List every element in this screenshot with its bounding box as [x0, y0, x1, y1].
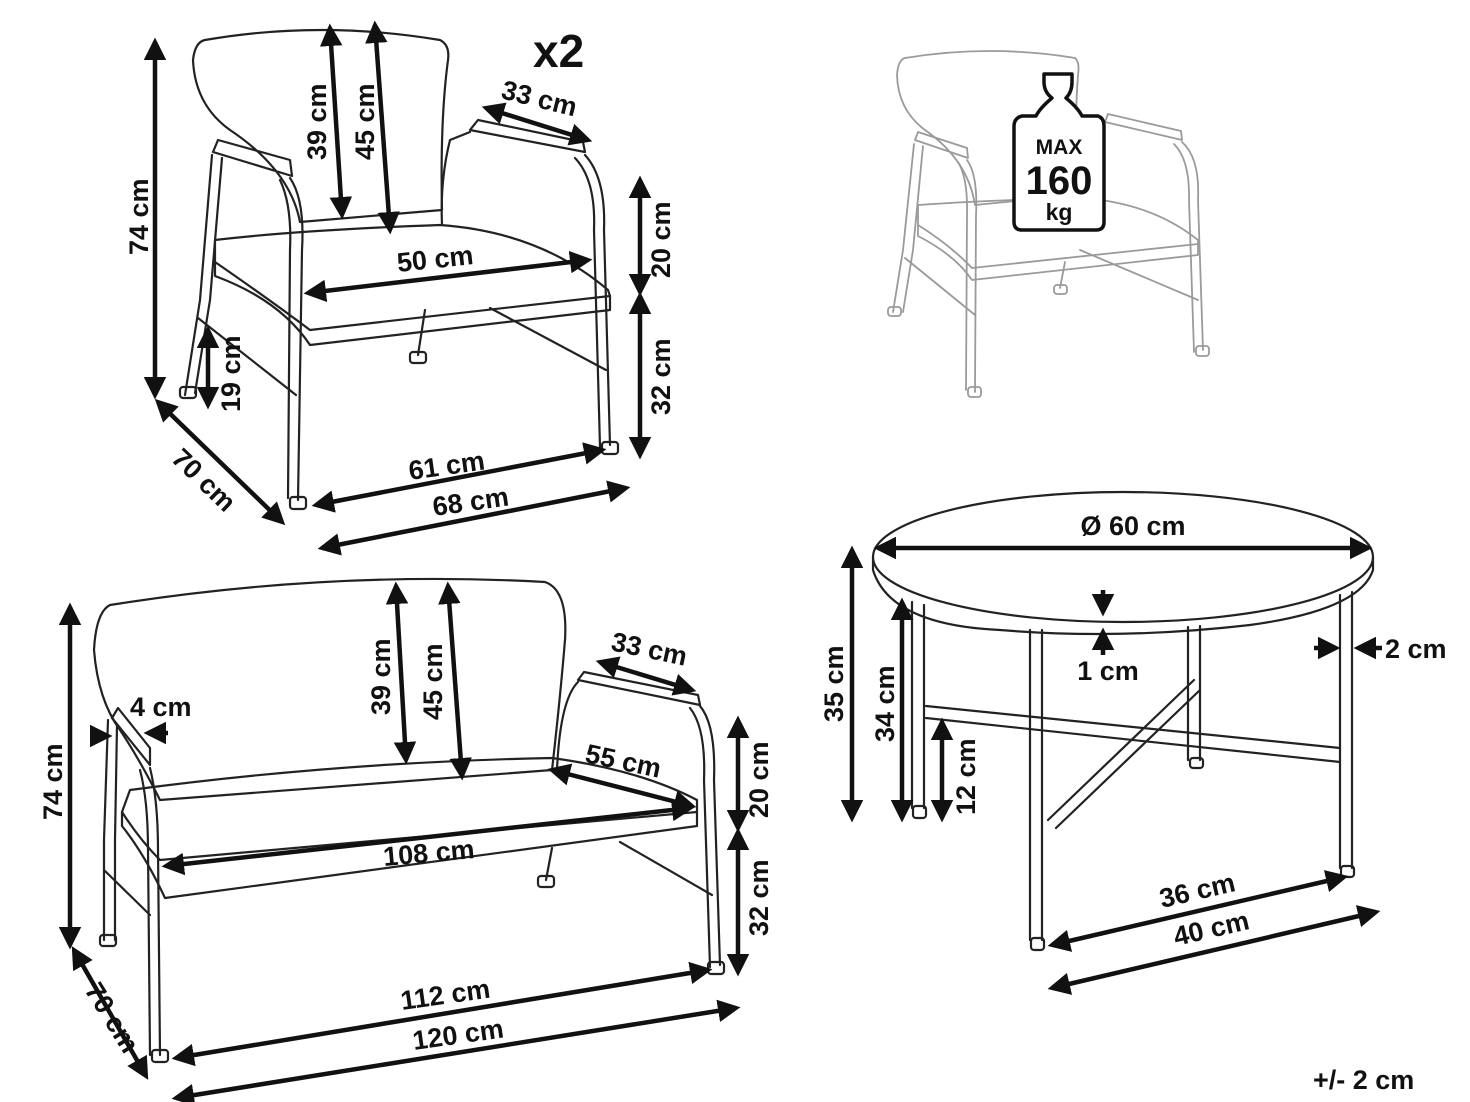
armchair-inner-width-label: 61 cm: [407, 446, 487, 486]
table-height-label: 35 cm: [819, 645, 849, 722]
armchair-height-label: 74 cm: [124, 178, 154, 255]
sofa-height-label: 74 cm: [38, 743, 68, 820]
sofa-back-total-label: 45 cm: [418, 643, 448, 720]
table-dimensions: [840, 536, 1382, 995]
table-top-thickness-label: 1 cm: [1077, 656, 1139, 686]
table-diameter-label: Ø 60 cm: [1080, 511, 1185, 541]
armchair-dimensions: [143, 20, 652, 556]
sofa-dimensions: [58, 581, 750, 1102]
table-leg-thickness-label: 2 cm: [1385, 634, 1447, 664]
max-label: MAX: [1036, 136, 1083, 159]
sofa-arm-height-label: 20 cm: [744, 741, 774, 818]
armchair-depth-label: 70 cm: [166, 443, 242, 518]
sofa-armrest-label: 33 cm: [609, 627, 690, 672]
table-stretcher-label: 12 cm: [951, 738, 981, 815]
sofa-depth-label: 70 cm: [79, 977, 145, 1058]
armchair-seat-height-label: 32 cm: [646, 338, 676, 415]
armchair-back-total-label: 45 cm: [350, 83, 380, 160]
sofa-armrest-width-label: 4 cm: [130, 692, 192, 722]
table-leg-height-label: 34 cm: [870, 665, 900, 742]
armchair-stretcher-label: 19 cm: [216, 335, 246, 412]
sofa-seat-height-label: 32 cm: [744, 859, 774, 936]
sofa-seat-depth-label: 55 cm: [583, 739, 664, 784]
tolerance-note: +/- 2 cm: [1313, 1065, 1414, 1095]
armchair-seat-width-label: 50 cm: [395, 240, 474, 278]
table-inner-span-label: 36 cm: [1157, 867, 1238, 913]
table-drawing: [871, 490, 1375, 952]
armchair-outer-width-label: 68 cm: [431, 482, 511, 522]
sofa-drawing: [92, 577, 726, 1064]
max-unit: kg: [1046, 199, 1073, 225]
sofa-back-height-label: 39 cm: [366, 638, 396, 715]
armchair-back-height-label: 39 cm: [302, 83, 332, 160]
armchair-quantity: x2: [533, 25, 584, 77]
max-value: 160: [1026, 159, 1093, 203]
armchair-drawing: [178, 28, 620, 511]
weight-icon: [1012, 72, 1106, 232]
armchair-arm-height-label: 20 cm: [646, 201, 676, 278]
